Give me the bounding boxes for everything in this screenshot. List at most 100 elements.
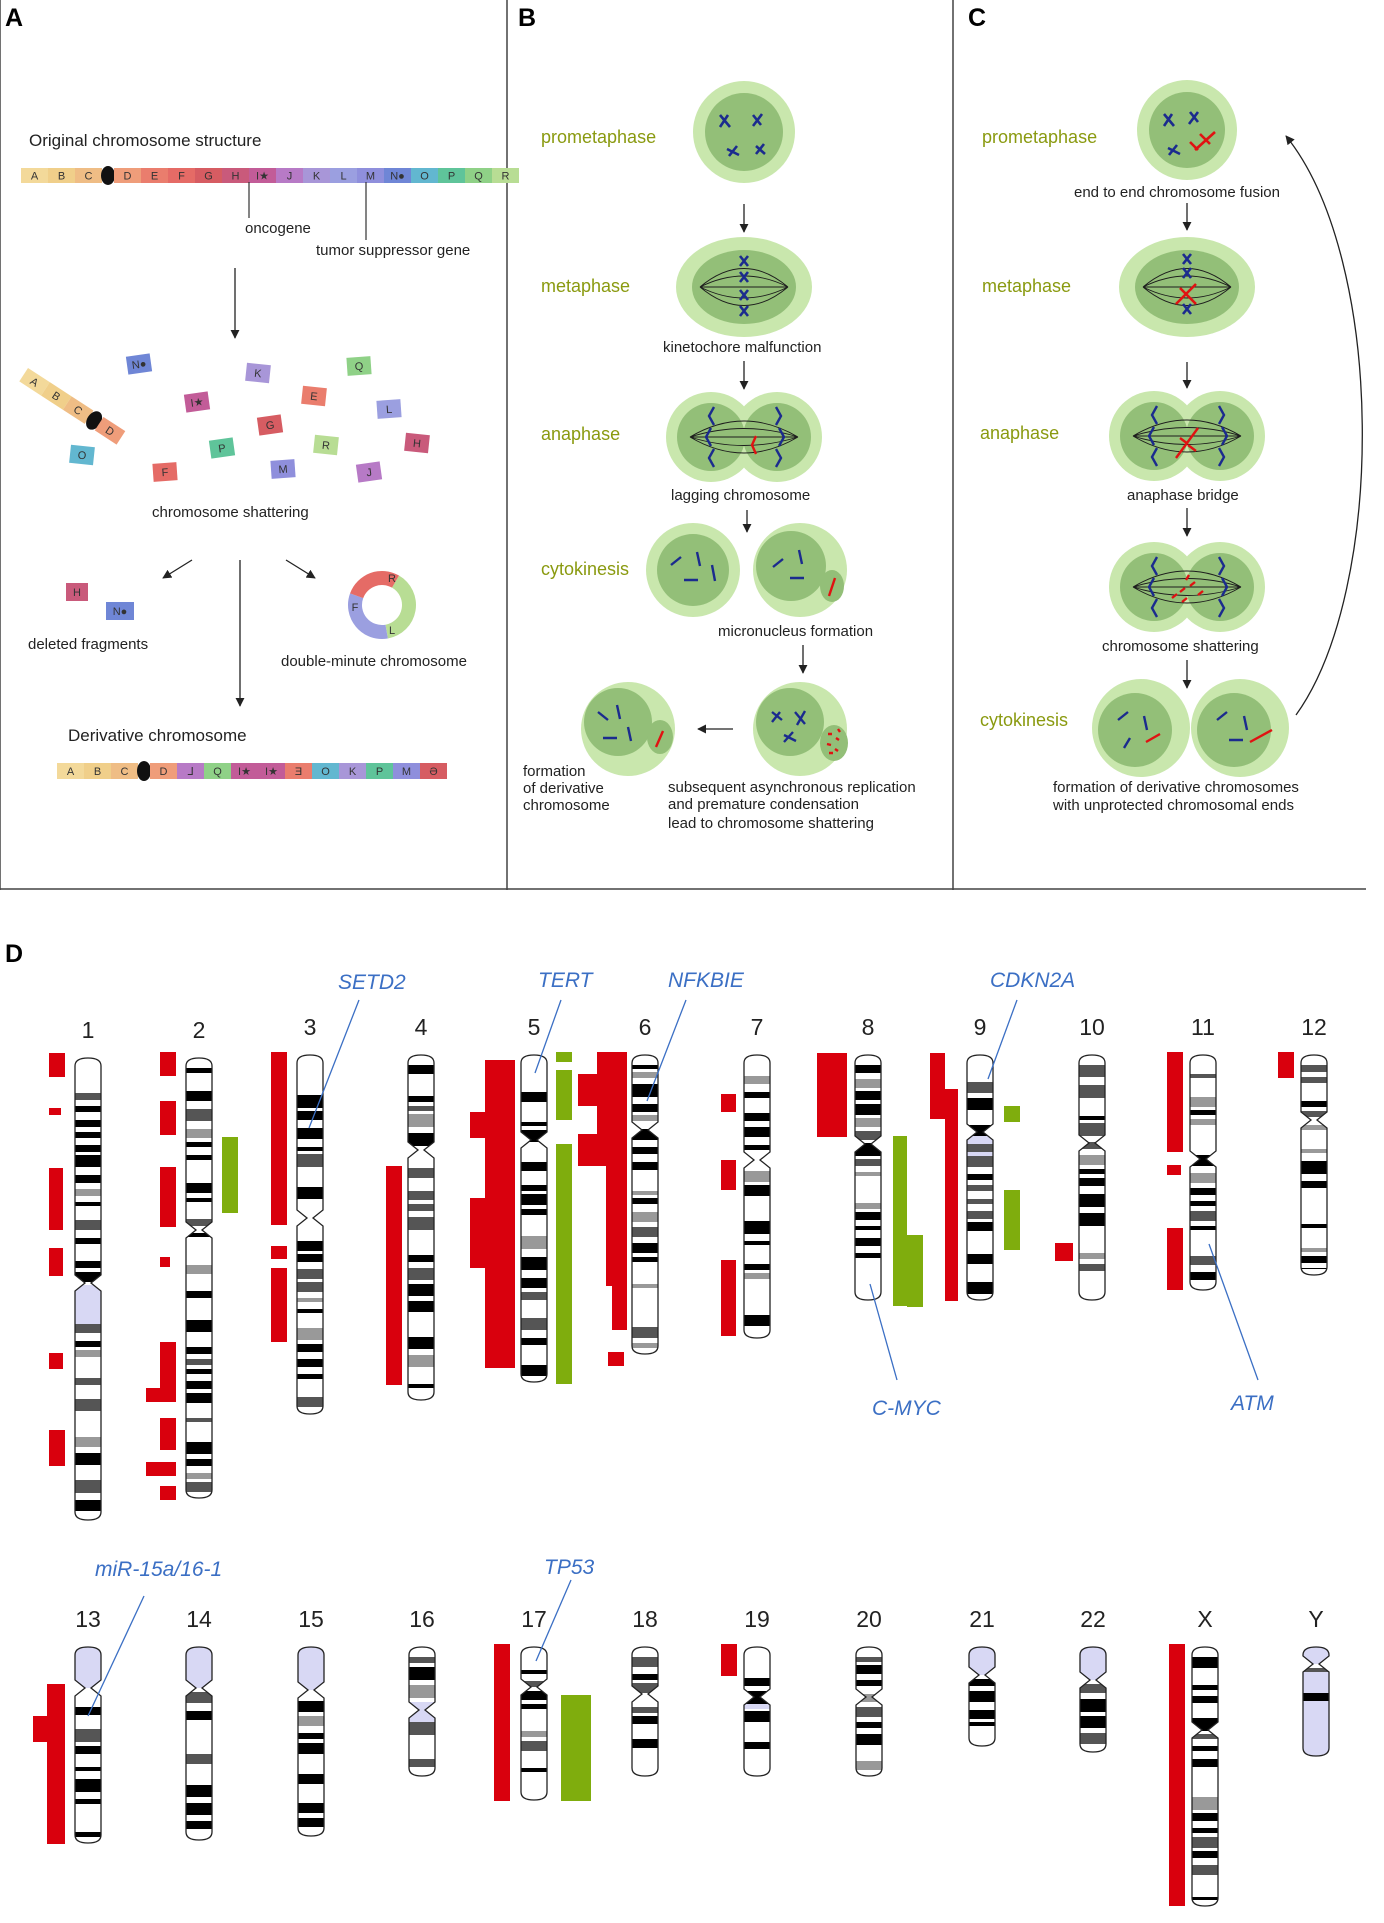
chromosome-number: 9	[974, 1014, 987, 1040]
segment-4	[177, 763, 204, 779]
chromosome-15: 15	[297, 1606, 325, 1837]
b-anaphase-label: anaphase	[541, 424, 620, 444]
oncogene-label: oncogene	[245, 220, 311, 237]
chromosome-8: 8	[854, 1014, 882, 1301]
segment-5	[168, 168, 195, 183]
segment-label: B	[58, 171, 65, 183]
chromosome-number: 5	[528, 1014, 541, 1040]
svg-text:G: G	[265, 419, 275, 432]
loss-bar	[721, 1094, 736, 1112]
loss-bar	[597, 1052, 627, 1074]
deleted-fragments-label: deleted fragments	[28, 636, 148, 653]
fragment: P	[208, 437, 236, 459]
chromosome-number: 6	[639, 1014, 652, 1040]
segment-label: R	[502, 171, 510, 183]
loss-bar	[817, 1053, 847, 1137]
segment-label: F	[178, 171, 185, 183]
panel-dividers	[0, 0, 1366, 890]
segment-label: P	[448, 171, 455, 183]
segment-13	[384, 168, 411, 183]
ring-label: F	[352, 602, 359, 614]
segment-label: E	[151, 171, 158, 183]
c-prometaphase-label: prometaphase	[982, 127, 1097, 147]
chromosome-3: 3	[296, 1014, 324, 1415]
centromere	[101, 166, 115, 185]
c-shattering-label: chromosome shattering	[1102, 638, 1259, 655]
b-prometaphase-cell	[693, 81, 795, 183]
chromosome-number: 1	[82, 1017, 95, 1043]
segment-3	[114, 168, 141, 183]
gain-bar	[556, 1070, 572, 1120]
b-metaphase-label: metaphase	[541, 276, 630, 296]
anaphase-bridge-label: anaphase bridge	[1127, 487, 1239, 504]
loss-bar	[606, 1166, 627, 1286]
loss-bar	[470, 1112, 515, 1138]
segment-label: C	[121, 766, 129, 778]
chromosome-number: 4	[415, 1014, 428, 1040]
chromosome-17: 17	[520, 1606, 548, 1801]
chromosome-22: 22	[1079, 1606, 1107, 1753]
c-derivative-line1: formation of derivative chromosomes	[1053, 779, 1299, 796]
segment-label: K	[313, 171, 321, 183]
chromosome-12: 12	[1300, 1014, 1328, 1276]
gain-bar	[1004, 1190, 1020, 1250]
fragment: I★	[183, 391, 211, 413]
chromosome-10: 10	[1078, 1014, 1106, 1301]
b-cytokinesis-cells	[646, 523, 847, 617]
chromosome-1: 1	[74, 1017, 102, 1521]
c-metaphase-label: metaphase	[982, 276, 1071, 296]
segment-10	[339, 763, 366, 779]
gene-mir: miR-15a/16-1	[95, 1558, 222, 1581]
segment-label: O	[420, 171, 429, 183]
c-anaphase-label: anaphase	[980, 423, 1059, 443]
chromosome-7: 7	[743, 1014, 771, 1339]
loss-bar	[608, 1352, 624, 1366]
chromosome-number: 17	[521, 1606, 547, 1632]
gain-bar	[907, 1235, 923, 1307]
panel-c: prometaphase metaphase anaphase cytokine…	[980, 80, 1363, 814]
panel-label-a: A	[5, 4, 23, 32]
segment-label: L	[340, 171, 346, 183]
subsequent-line1: subsequent asynchronous replication	[668, 779, 916, 796]
chromosome-number: 8	[862, 1014, 875, 1040]
loss-bar	[1278, 1052, 1294, 1078]
svg-text:P: P	[218, 443, 227, 456]
end-fusion-label: end to end chromosome fusion	[1074, 184, 1280, 201]
double-minute-ring: RFL	[347, 571, 417, 640]
chromosome-16: 16	[408, 1606, 436, 1777]
segment-12	[393, 763, 420, 779]
c-metaphase-cell	[1119, 237, 1255, 337]
loss-bar	[160, 1342, 176, 1398]
loss-bar	[47, 1684, 65, 1844]
fragment: E	[301, 385, 327, 407]
chromosome-number: 14	[186, 1606, 212, 1632]
fragment: O	[69, 444, 95, 466]
b-derivative-cell	[581, 682, 675, 776]
gain-bar	[556, 1144, 572, 1384]
gene-cdkn2a: CDKN2A	[990, 969, 1075, 992]
svg-text:O: O	[77, 450, 87, 463]
segment-label: G	[204, 171, 213, 183]
chromosome-6: 6	[631, 1014, 659, 1355]
loss-bar	[146, 1388, 176, 1402]
loss-bar	[160, 1101, 176, 1135]
segment-1	[41, 382, 72, 410]
segment-label: I★	[256, 171, 269, 183]
chromosome-number: 3	[304, 1014, 317, 1040]
deleted-fragment: N●	[106, 602, 134, 620]
svg-text:I★: I★	[190, 396, 205, 410]
gain-bar	[893, 1136, 907, 1306]
deleted-fragments: HN●	[66, 583, 134, 620]
loss-bar	[578, 1134, 627, 1166]
lagging-label: lagging chromosome	[671, 487, 810, 504]
gain-bar	[556, 1052, 572, 1062]
segment-label: Q	[213, 766, 222, 778]
chromosome-number: 12	[1301, 1014, 1327, 1040]
loss-bar	[612, 1286, 627, 1330]
segment-0	[21, 168, 48, 183]
fragment: F	[152, 462, 178, 482]
segment-16	[465, 168, 492, 183]
derivative-structure-title: Derivative chromosome	[68, 726, 247, 745]
